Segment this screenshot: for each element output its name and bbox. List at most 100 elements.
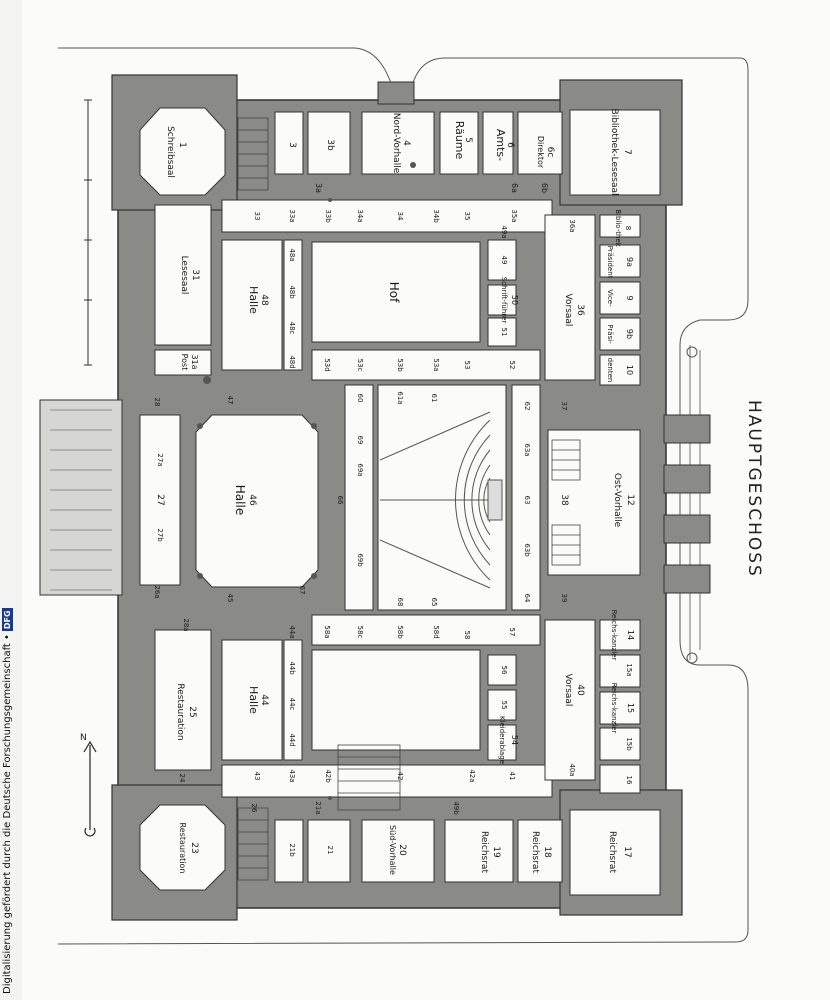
room-18-name: Reichsrat (530, 831, 540, 873)
small-label: 61a (396, 391, 404, 404)
room-17-name: Reichsrat (607, 831, 617, 873)
small-label: 41 (508, 772, 516, 781)
room-19-number: 19 (491, 846, 501, 858)
room-54-name: Kleiderablage (498, 716, 506, 764)
street-outline (57, 47, 749, 945)
small-label: 21b (288, 843, 296, 857)
room-12-number: 12 (625, 494, 635, 505)
small-label: 39 (560, 594, 568, 603)
room-25-number: 25 (187, 706, 197, 717)
room-18-number: 18 (542, 846, 552, 858)
north-arrow-label: N (80, 733, 87, 743)
small-label: 68 (396, 598, 404, 607)
stairs (237, 117, 581, 881)
west-ramp (39, 399, 123, 596)
small-label: 69a (356, 463, 364, 476)
dfg-logo: DFG (2, 608, 13, 632)
room-31-name: Lesesaal (179, 256, 189, 295)
room-54-number: 54 (510, 735, 519, 745)
room-31a-name: Post (180, 354, 189, 371)
room-23-name: Restauration (178, 823, 187, 874)
small-label: 28 (153, 398, 161, 407)
plan-title: HAUPTGESCHOSS (744, 400, 764, 578)
room-6-number: 6 (505, 142, 515, 148)
small-label: 33a (288, 209, 296, 222)
scale-bar (84, 99, 92, 366)
room-5-number: 5 (463, 137, 473, 143)
small-label: 44d (288, 733, 296, 746)
small-label: 53a (432, 358, 440, 371)
room-7-number: 7 (622, 149, 632, 155)
small-label: 63 (523, 496, 531, 505)
small-label: 52 (508, 361, 516, 370)
room-3-number: 3 (287, 142, 297, 148)
room-1-name: Schreibsaal (165, 126, 175, 178)
small-label: 47 (226, 396, 234, 405)
room-50-number: 50 (510, 295, 519, 305)
rooms (139, 107, 661, 896)
small-label: 15b (625, 737, 633, 751)
small-label: 48b (288, 285, 296, 299)
small-label: 35a (510, 209, 518, 222)
columns (197, 162, 416, 800)
room-6c-number: 6c (545, 147, 555, 158)
credit-text: Digitalisierung gefördert durch die Deut… (2, 634, 13, 994)
room-25-name: Restauration (175, 683, 185, 740)
room-1-number: 1 (177, 142, 187, 148)
small-label: 69 (356, 436, 364, 445)
room-labels: 1 Schreibsaal 3 3b 3a 4 Nord-Vorhalle 5 … (155, 109, 635, 875)
room-10-number: 10 (625, 365, 634, 375)
small-label: 58d (432, 625, 440, 638)
room-44-number: 44 (259, 694, 269, 706)
small-label: 27b (156, 528, 164, 542)
room-6b-number: 6b (540, 183, 549, 193)
small-label: 37 (560, 402, 568, 411)
room-14-number: 14 (626, 630, 635, 640)
room-48-name: Halle (247, 286, 260, 314)
room-31a-number: 31a (190, 354, 199, 369)
small-label: 48d (288, 355, 296, 368)
room-48-number: 48 (259, 294, 269, 306)
north-arrow (83, 740, 97, 837)
small-label: 45 (226, 594, 234, 603)
room-9b-number: 9b (625, 329, 634, 339)
small-label: 61 (430, 394, 438, 403)
room-15-name: Reichs-kanzler (610, 683, 618, 734)
small-label: 58a (323, 625, 331, 638)
room-46-name: Halle (233, 485, 247, 515)
small-label: 69b (356, 553, 364, 567)
small-label: 42a (468, 769, 476, 782)
room-20-name: Süd-Vorhalle (388, 825, 397, 875)
room-27-number: 27 (155, 494, 165, 505)
small-label: 63a (523, 443, 531, 456)
room-8-name: Biblio-thek (614, 209, 622, 248)
small-label: 58b (396, 625, 404, 639)
small-label: 34 (396, 212, 404, 221)
small-label: 44c (288, 698, 296, 711)
small-label: 42 (396, 772, 404, 781)
room-3b-number: 3b (325, 139, 335, 151)
small-label: 34a (356, 209, 364, 222)
small-label: 62 (523, 402, 531, 411)
room-7-name: Bibliothek-Lesesaal (609, 109, 619, 196)
small-label: 36a (568, 219, 576, 232)
room-40-number: 40 (575, 684, 585, 696)
room-23-number: 23 (189, 842, 199, 853)
room-6-name: Amts- (494, 129, 507, 161)
chamber-seating (379, 411, 503, 589)
small-label: 40a (568, 763, 576, 776)
small-label: 33 (253, 212, 261, 221)
room-9a-name: Präsident (606, 246, 614, 279)
small-label: 49a (500, 225, 508, 238)
room-15-number: 15 (626, 703, 635, 713)
small-label: 26a (153, 585, 161, 598)
small-label: 49 (500, 256, 508, 265)
room-9-name: Vice- (606, 289, 614, 307)
small-label: 48c (288, 322, 296, 335)
room-6c-name: Direktor (536, 136, 545, 169)
small-label: 43a (288, 769, 296, 782)
room-5-name: Räume (453, 121, 466, 160)
room-38-number: 38 (559, 494, 569, 506)
room-4-number: 4 (401, 140, 411, 146)
small-label: 49b (452, 801, 460, 815)
